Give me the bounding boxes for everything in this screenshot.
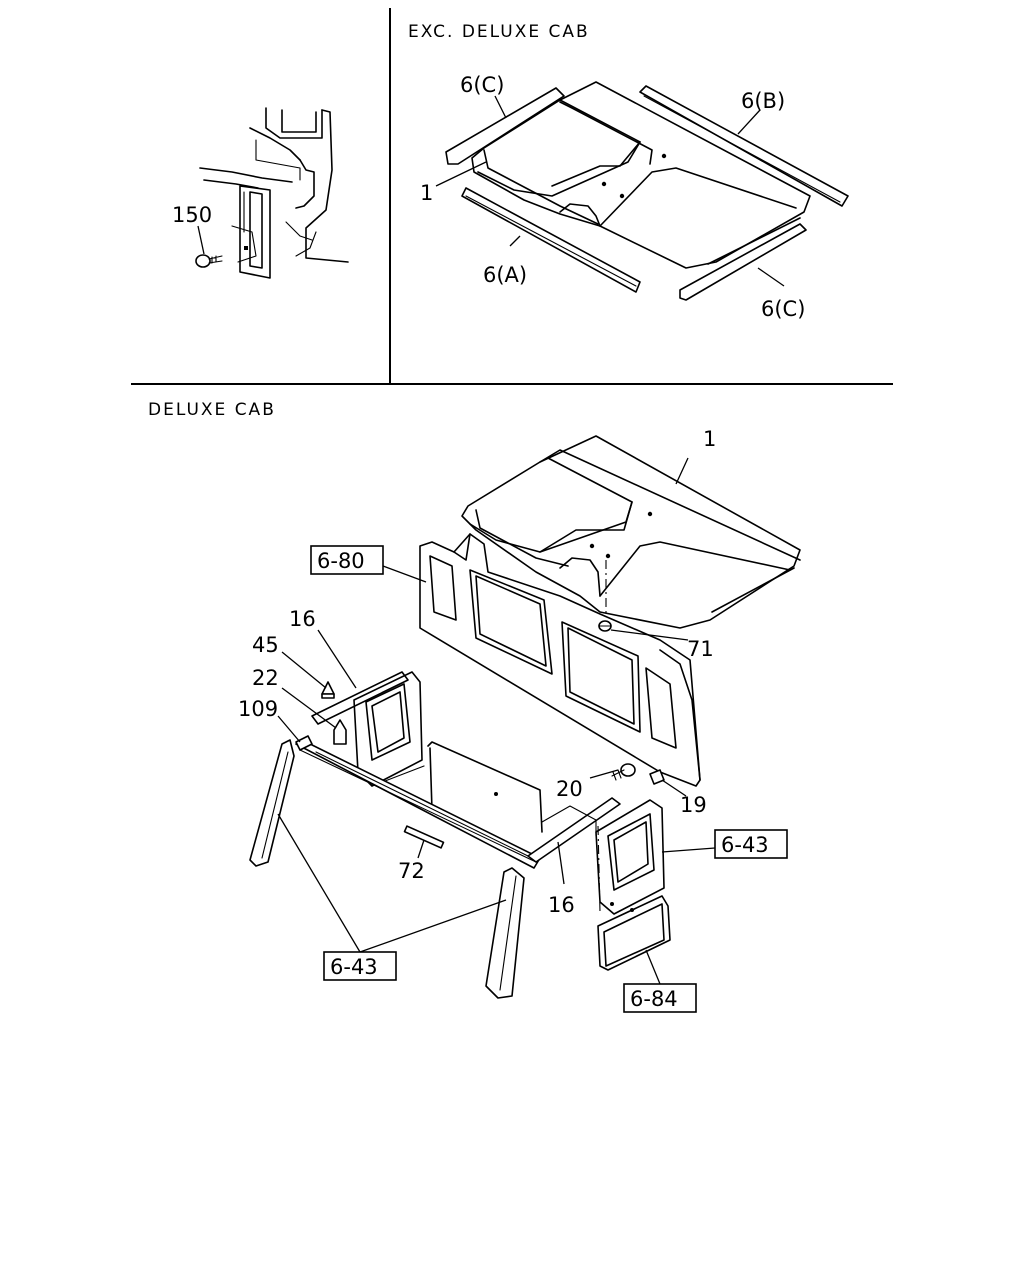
label-71: 71 bbox=[687, 637, 714, 661]
ref-6-84: 6-84 bbox=[630, 987, 678, 1011]
label-22: 22 bbox=[252, 666, 279, 690]
quarter-panel-right bbox=[595, 799, 665, 915]
label-16-right: 16 bbox=[548, 893, 575, 917]
ref-box-6-43-left bbox=[323, 951, 397, 981]
label-19: 19 bbox=[680, 793, 707, 817]
section-title-deluxe-cab: DELUXE CAB bbox=[148, 400, 276, 420]
label-6a: 6(A) bbox=[483, 263, 527, 287]
label-45: 45 bbox=[252, 633, 279, 657]
screw-45-icon bbox=[321, 681, 335, 699]
side-view-illustration bbox=[199, 107, 349, 279]
trim-6c-right bbox=[679, 223, 807, 301]
trim-6a bbox=[461, 187, 641, 293]
label-1-exc: 1 bbox=[420, 181, 433, 205]
ref-box-6-80 bbox=[310, 545, 384, 575]
ref-6-80: 6-80 bbox=[317, 549, 365, 573]
headliner-deluxe bbox=[461, 435, 801, 629]
ref-box-6-43-right bbox=[714, 829, 788, 859]
label-20: 20 bbox=[556, 777, 583, 801]
label-72: 72 bbox=[398, 859, 425, 883]
trim-16-right bbox=[527, 797, 621, 863]
trim-6b bbox=[639, 85, 849, 207]
lower-panel-right bbox=[597, 895, 671, 971]
clip-150-icon bbox=[195, 254, 223, 268]
label-1-deluxe: 1 bbox=[703, 427, 716, 451]
section-title-exc-deluxe-cab: EXC. DELUXE CAB bbox=[408, 22, 590, 42]
label-16-left: 16 bbox=[289, 607, 316, 631]
cross-sill-trim bbox=[295, 739, 541, 869]
pillar-trim-center bbox=[485, 867, 525, 999]
clip-19-icon bbox=[649, 769, 665, 785]
label-6b: 6(B) bbox=[741, 89, 785, 113]
label-150: 150 bbox=[172, 203, 212, 227]
label-109: 109 bbox=[238, 697, 278, 721]
label-6c-left: 6(C) bbox=[460, 73, 504, 97]
ref-6-43-right: 6-43 bbox=[721, 833, 769, 857]
screw-20-icon bbox=[611, 763, 636, 781]
rear-back-panel bbox=[419, 533, 701, 787]
pillar-trim-left bbox=[249, 739, 295, 867]
clip-109-icon bbox=[295, 735, 313, 751]
headliner-exc-deluxe bbox=[471, 81, 811, 269]
clip-22-icon bbox=[333, 719, 347, 745]
fastener-71-icon bbox=[598, 620, 612, 632]
trim-6c-left bbox=[445, 87, 565, 165]
ref-6-43-left: 6-43 bbox=[330, 955, 378, 979]
label-6c-right: 6(C) bbox=[761, 297, 805, 321]
